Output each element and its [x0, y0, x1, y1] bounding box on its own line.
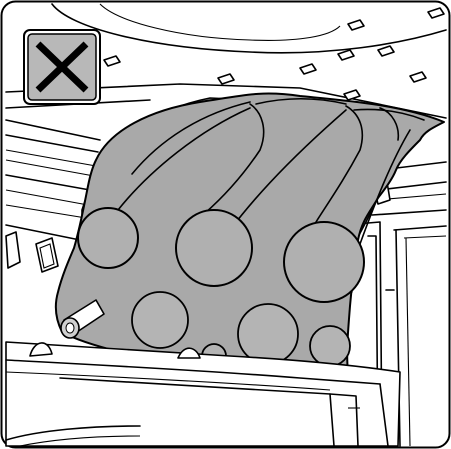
warning-badge — [23, 29, 101, 105]
bottle-base-1 — [77, 207, 139, 269]
ceiling-vents — [103, 7, 445, 101]
drawer-front — [5, 341, 401, 447]
cross-icon — [35, 41, 89, 93]
bottle-base-3 — [283, 221, 365, 303]
bottle-base-4 — [131, 291, 189, 349]
bottle-base-2 — [175, 209, 253, 287]
left-wall-rails — [5, 119, 101, 241]
left-knob-2 — [35, 237, 59, 273]
bottle-base-5 — [237, 303, 299, 365]
ceiling-fan-housing — [51, 3, 447, 54]
wine-bottles — [54, 92, 445, 374]
left-knob-1 — [5, 231, 21, 269]
bottle-base-6 — [309, 325, 351, 367]
